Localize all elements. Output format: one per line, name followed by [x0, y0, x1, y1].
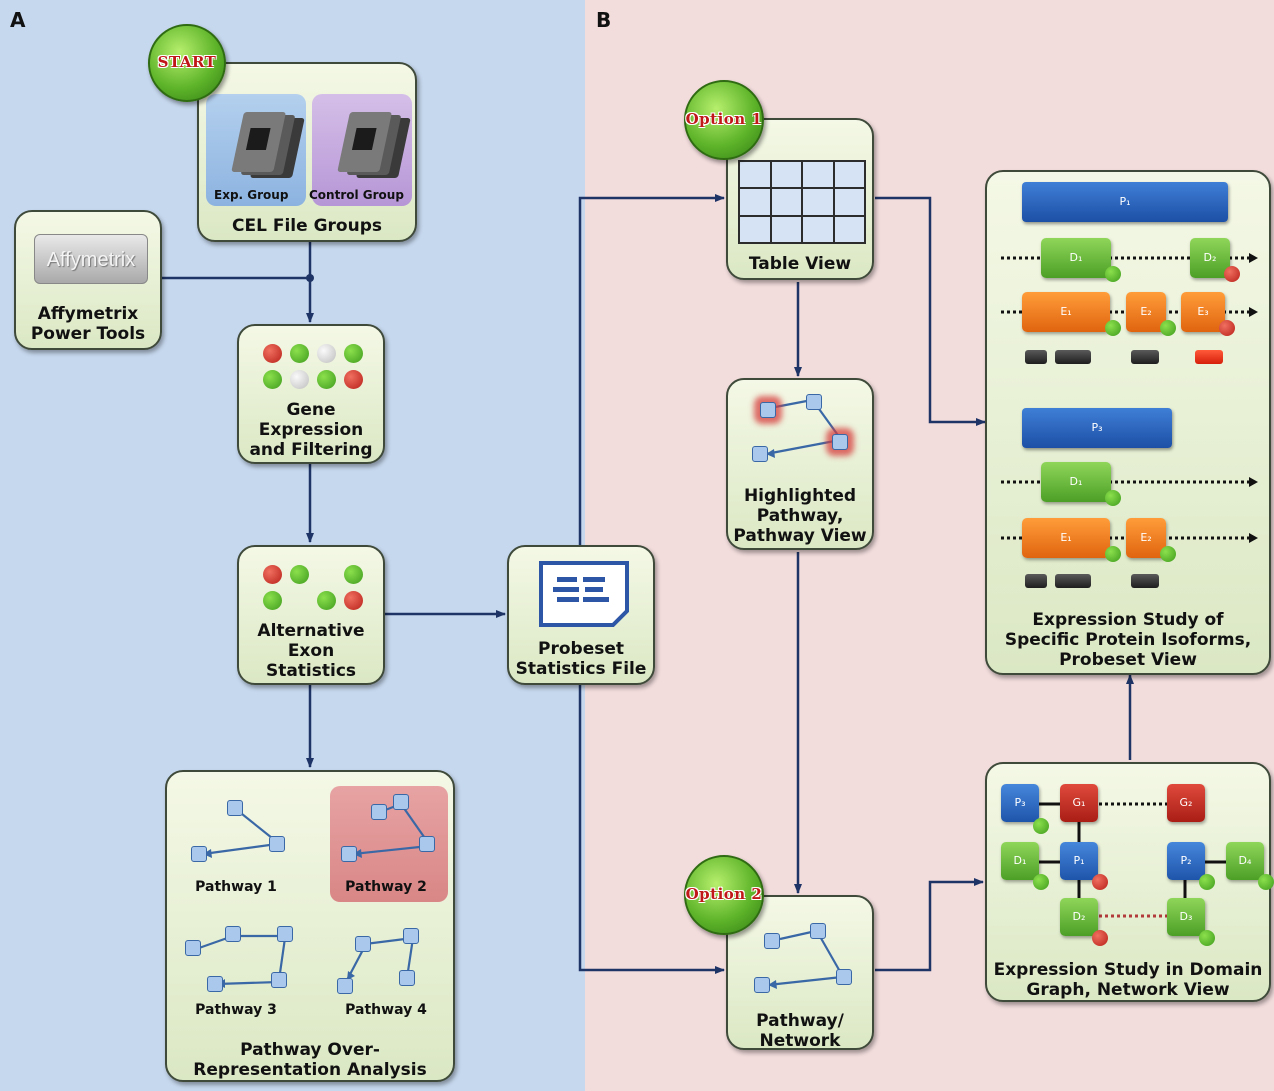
cel-title: CEL File Groups [232, 216, 382, 236]
probeset-bar [1131, 350, 1159, 364]
node-d2: D₂ [1060, 898, 1098, 936]
node-p3: P₃ [1001, 784, 1039, 822]
node-g2: G₂ [1167, 784, 1205, 822]
chip-stack-icon [337, 112, 411, 178]
probeset-bar [1025, 574, 1047, 588]
highlighted-line3: Pathway View [733, 526, 867, 546]
panel-a-label: A [10, 8, 26, 32]
pathway-analysis-line2: Representation Analysis [193, 1060, 427, 1080]
gene-expr-line1: Gene [286, 400, 336, 420]
option1-badge: Option 1 [684, 80, 764, 160]
probeset-file-box: Probeset Statistics File [507, 545, 655, 685]
pathway-analysis-box: Pathway 1 Pathway 2 Pathway 3 Pathway 4 … [165, 770, 455, 1082]
pathway-4-label: Pathway 4 [345, 1002, 427, 1018]
probeset-line2: Statistics File [515, 659, 647, 679]
domain-graph-line1: Expression Study in Domain [993, 960, 1263, 980]
exp-group-tile: Exp. Group [206, 94, 306, 206]
pathway-3-label: Pathway 3 [195, 1002, 277, 1018]
pathway-network-line2: Network [759, 1031, 841, 1051]
probeset-bar [1025, 350, 1047, 364]
pathway-network-line1: Pathway/ [756, 1011, 844, 1031]
affymetrix-box: Affymetrix Affymetrix Power Tools [14, 210, 162, 350]
highlighted-line2: Pathway, [756, 506, 844, 526]
domain-d2: D₂ [1190, 238, 1230, 278]
domain-d1: D₁ [1041, 238, 1111, 278]
exon-e2: E₂ [1126, 518, 1166, 558]
node-d3: D₃ [1167, 898, 1205, 936]
pathway-1-label: Pathway 1 [195, 879, 277, 895]
node-p1: P₁ [1060, 842, 1098, 880]
probeset-bar [1131, 574, 1159, 588]
isoforms-box: P₁ D₁ D₂ E₁ E₂ E₃ P₃ D₁ E₁ E₂ Expression… [985, 170, 1271, 675]
start-badge: START [148, 24, 226, 102]
probeset-line1: Probeset [538, 639, 624, 659]
isoforms-line2: Specific Protein Isoforms, [1004, 630, 1252, 650]
control-group-label: Control Group [309, 188, 404, 202]
exp-group-label: Exp. Group [214, 188, 289, 202]
gene-expression-box: Gene Expression and Filtering [237, 324, 385, 464]
node-d1: D₁ [1001, 842, 1039, 880]
domain-d1: D₁ [1041, 462, 1111, 502]
exon-e2: E₂ [1126, 292, 1166, 332]
exon-e1: E₁ [1022, 518, 1110, 558]
protein-p3: P₃ [1022, 408, 1172, 448]
highlighted-line1: Highlighted [743, 486, 857, 506]
domain-graph-box: P₃ G₁ G₂ D₁ P₁ P₂ D₄ D₂ D₃ Expression St… [985, 762, 1274, 1002]
exon-e1: E₁ [1022, 292, 1110, 332]
gene-expr-line2: Expression [258, 420, 364, 440]
affymetrix-logo: Affymetrix [34, 234, 148, 284]
gene-expr-line3: and Filtering [249, 440, 373, 460]
isoforms-line3: Probeset View [1059, 650, 1197, 670]
exon-e3: E₃ [1181, 292, 1225, 332]
network-to-domain-arrow [875, 878, 984, 972]
table-view-title: Table View [748, 254, 852, 274]
highlighted-pathway-box: Highlighted Pathway, Pathway View [726, 378, 874, 550]
pathway-graphs [198, 802, 430, 988]
junction-dot [306, 274, 314, 282]
alt-exon-line1: Alternative [257, 621, 365, 641]
pathway-2-label: Pathway 2 [345, 879, 427, 895]
document-icon [539, 561, 629, 627]
node-p2: P₂ [1167, 842, 1205, 880]
probeset-bar [1055, 350, 1091, 364]
node-g1: G₁ [1060, 784, 1098, 822]
pathway-analysis-line1: Pathway Over- [240, 1040, 380, 1060]
protein-p1: P₁ [1022, 182, 1228, 222]
affymetrix-line2: Power Tools [30, 324, 146, 344]
table-to-isoforms-arrow [875, 196, 986, 426]
chip-stack-icon [231, 112, 305, 178]
alt-exon-line3: Statistics [265, 661, 357, 681]
control-group-tile: Control Group [309, 94, 412, 206]
cel-file-groups-box: Exp. Group Control Group CEL File Groups [197, 62, 417, 242]
probeset-bar-highlighted [1195, 350, 1223, 364]
probeset-to-table-arrow [578, 194, 725, 545]
option2-badge: Option 2 [684, 855, 764, 935]
probeset-bar [1055, 574, 1091, 588]
alt-exon-box: Alternative Exon Statistics [237, 545, 385, 685]
alt-exon-line2: Exon [287, 641, 335, 661]
probeset-to-network-arrow [578, 685, 725, 974]
panel-b-label: B [596, 8, 612, 32]
isoforms-line1: Expression Study of [1032, 610, 1224, 630]
node-d4: D₄ [1226, 842, 1264, 880]
affymetrix-line1: Affymetrix [37, 304, 139, 324]
table-grid-icon [738, 160, 866, 244]
domain-graph-line2: Graph, Network View [1026, 980, 1230, 1000]
